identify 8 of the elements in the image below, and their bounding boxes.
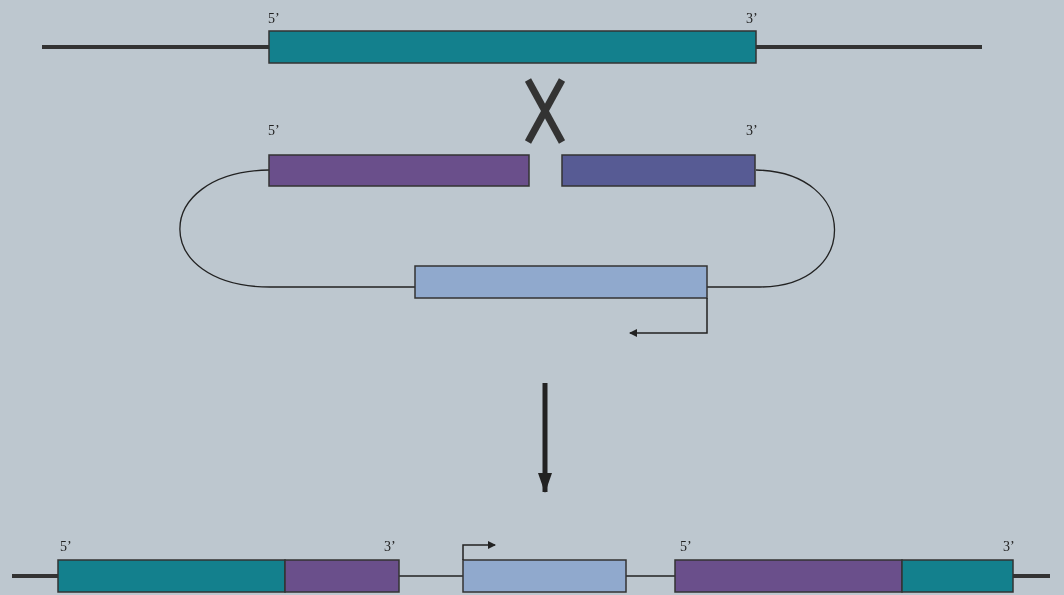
end-label: 5’ [60,540,72,554]
end-label: 5’ [268,124,280,138]
end-label: 5’ [680,540,692,554]
end-label: 5’ [268,12,280,26]
end-label: 3’ [1003,540,1015,554]
end-label: 3’ [746,124,758,138]
end-label: 3’ [384,540,396,554]
end-label: 3’ [746,12,758,26]
